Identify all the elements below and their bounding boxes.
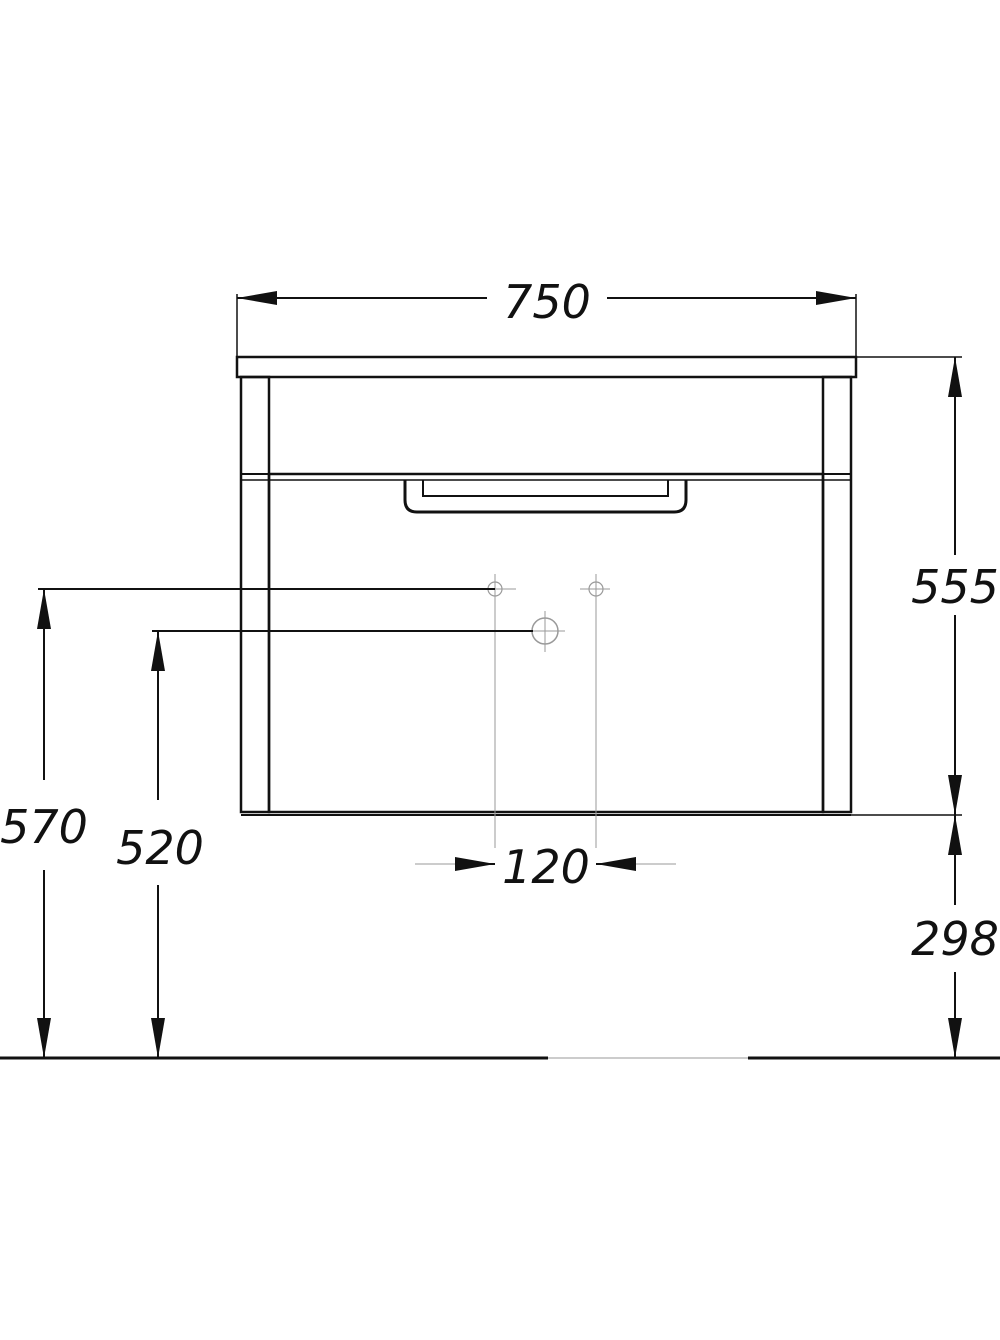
- right-side-panel: [821, 375, 853, 814]
- dimension-body-height-label: 555: [911, 560, 999, 614]
- dimension-floor-height: 298: [911, 815, 999, 1058]
- drawer-handle: [403, 480, 688, 514]
- cabinet: [235, 355, 858, 816]
- dimension-width: 750: [236, 275, 857, 357]
- dimension-floor-height-label: 298: [911, 912, 999, 966]
- drawer-front: [267, 472, 825, 814]
- countertop: [235, 355, 858, 379]
- dimension-width-label: 750: [503, 275, 591, 329]
- dimension-inlet-height: 570: [0, 588, 495, 1058]
- dimension-body-height: 555: [851, 356, 999, 816]
- dimension-drain-spacing: 120: [415, 840, 676, 894]
- dimension-drain-height: 520: [116, 630, 533, 1058]
- pipe-markers: [484, 574, 610, 848]
- left-side-panel: [239, 375, 271, 814]
- dimension-drain-height-label: 520: [116, 821, 204, 875]
- dimension-inlet-height-label: 570: [0, 800, 88, 854]
- dimension-drain-spacing-label: 120: [502, 840, 590, 894]
